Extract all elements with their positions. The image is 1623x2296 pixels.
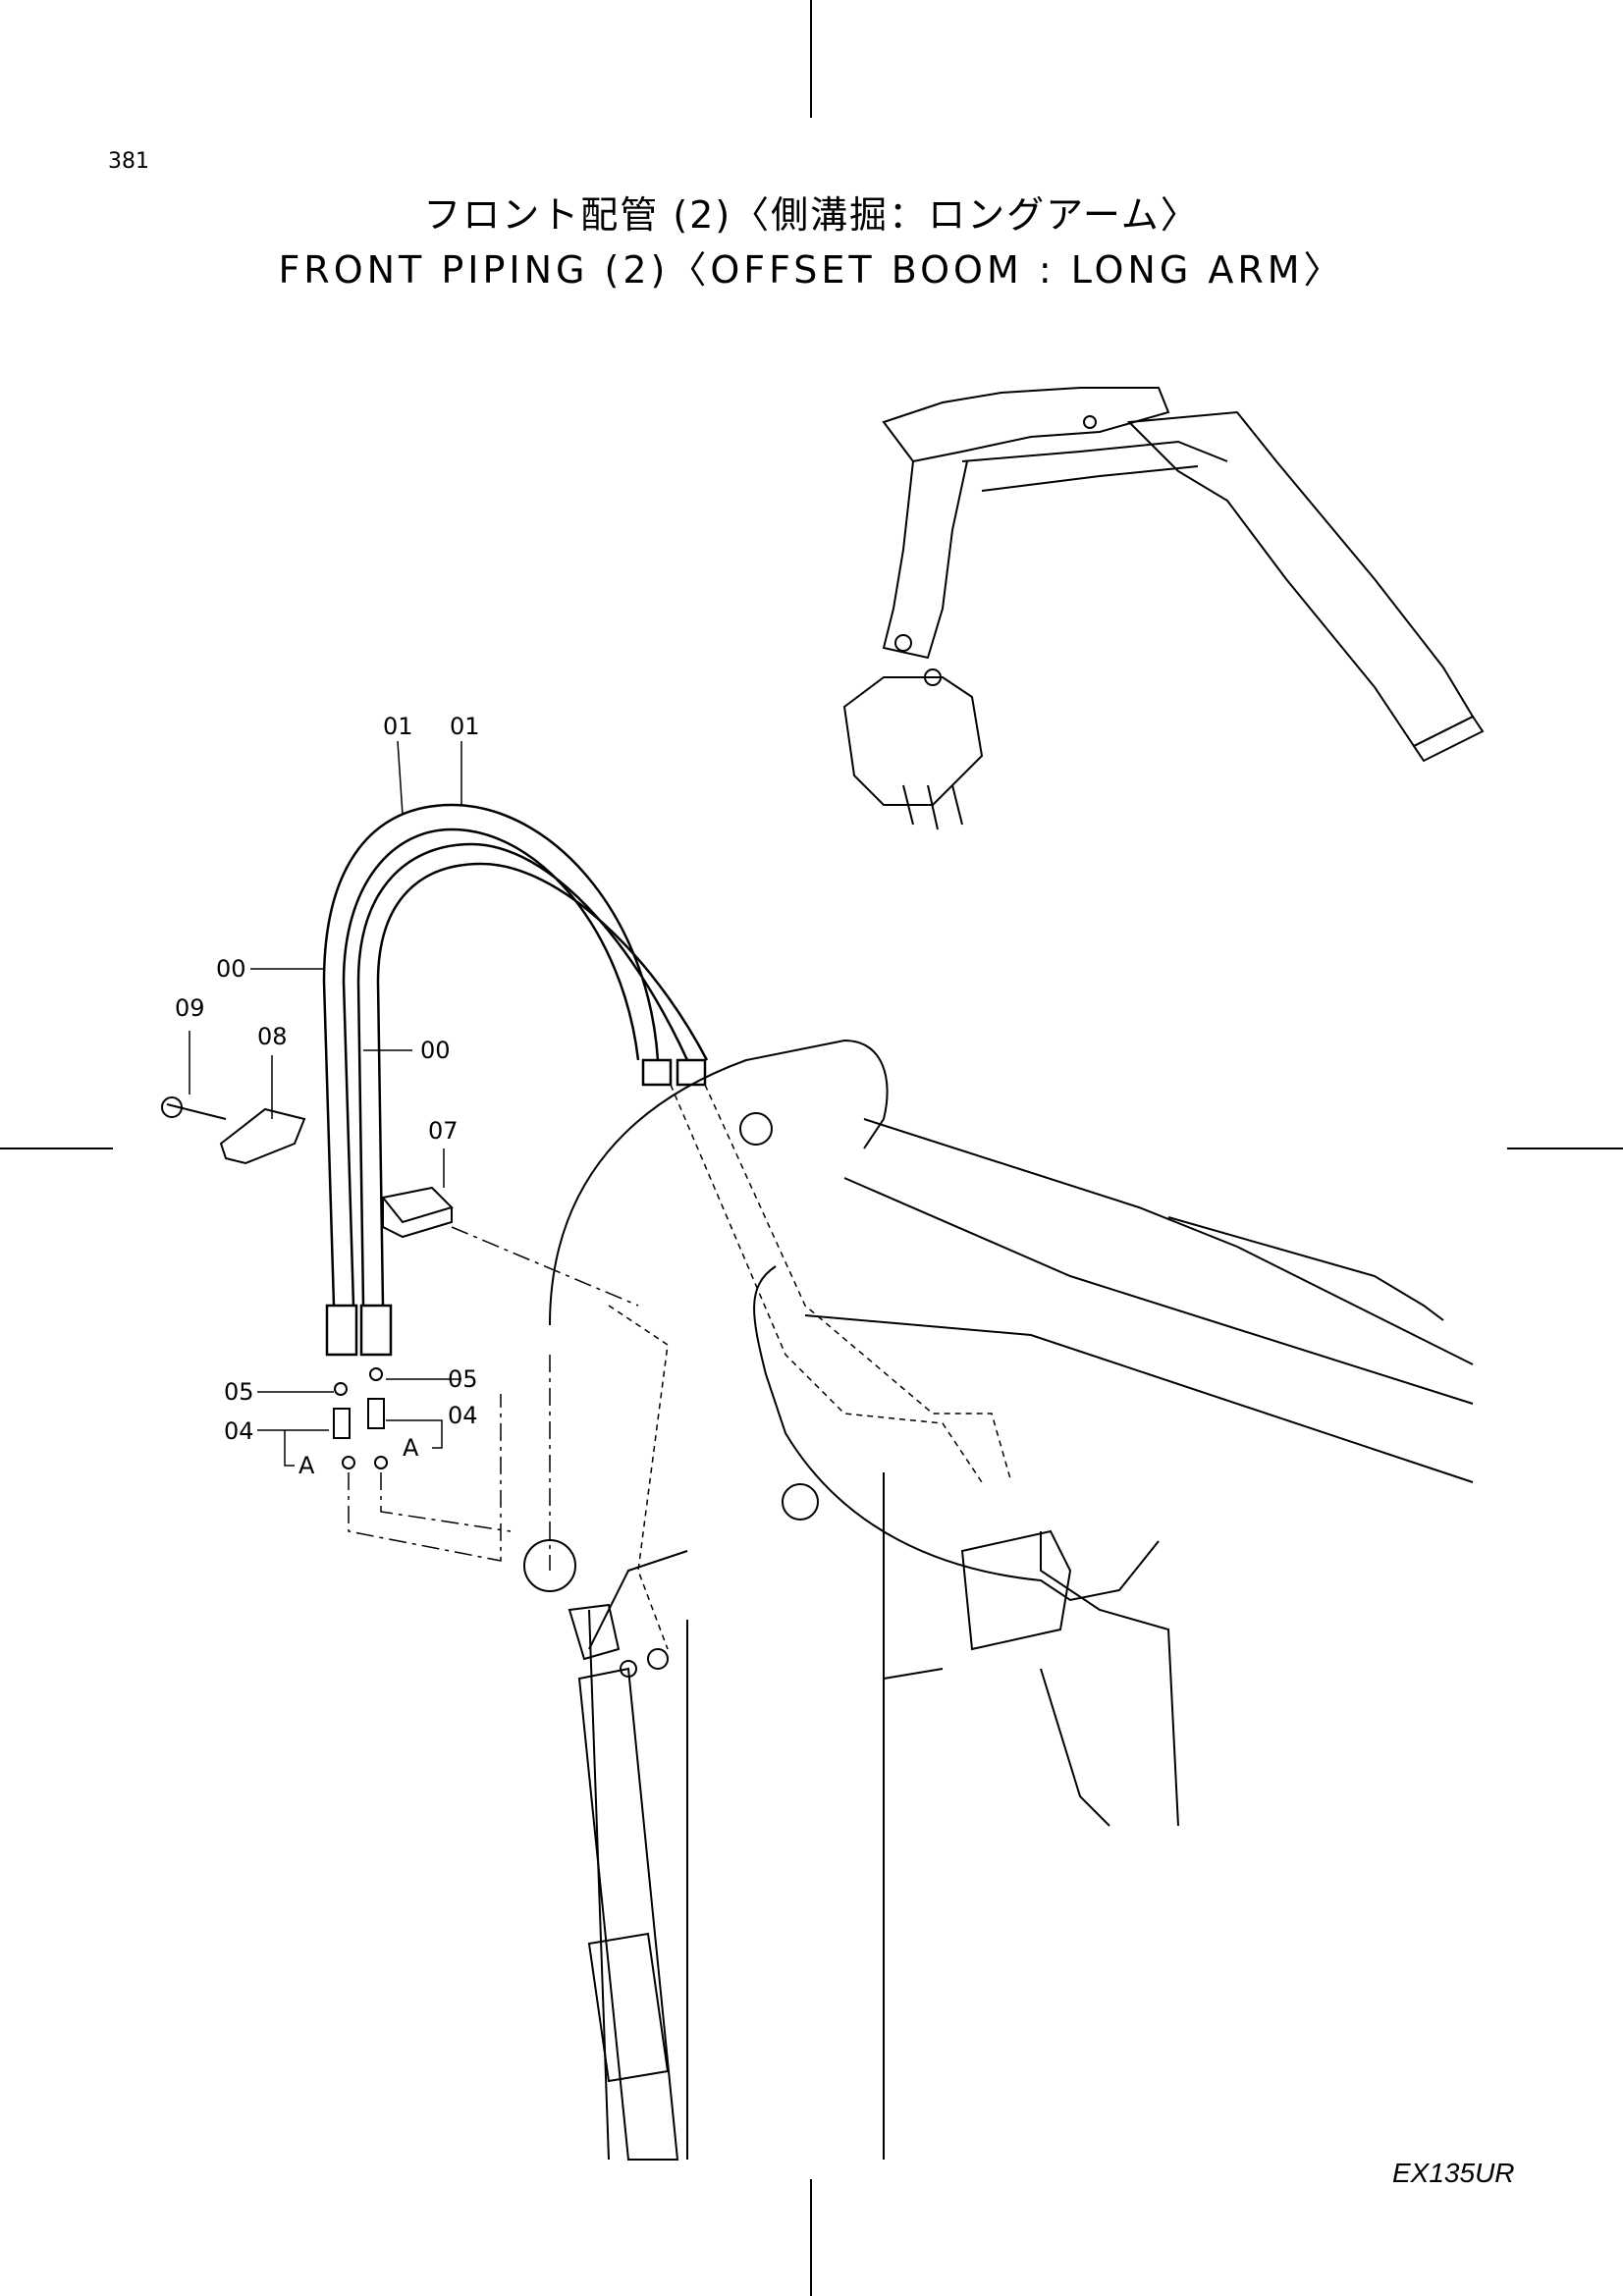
hose-assembly <box>322 803 709 1357</box>
callout-00-right: 00 <box>420 1037 451 1064</box>
title-english: FRONT PIPING (2)〈OFFSET BOOM : LONG ARM〉 <box>278 248 1345 292</box>
page-number: 381 <box>108 149 149 174</box>
callout-07: 07 <box>428 1117 459 1145</box>
callout-01-right: 01 <box>450 713 480 740</box>
fittings <box>333 1367 388 1469</box>
title-japanese: フロント配管 (2)〈側溝掘：ロングアーム〉 <box>423 193 1200 237</box>
routing-lines <box>348 1226 639 1571</box>
callout-00-left: 00 <box>216 955 246 983</box>
callout-leaders <box>189 740 462 1467</box>
callout-05-left: 05 <box>224 1378 254 1406</box>
callout-04-right: 04 <box>448 1402 478 1429</box>
model-code: EX135UR <box>1392 2158 1515 2188</box>
callout-01-left: 01 <box>383 713 413 740</box>
hydraulic-cylinder <box>523 1539 679 2161</box>
callout-05-right: 05 <box>448 1365 478 1393</box>
callout-A-left: A <box>298 1452 315 1479</box>
clamp-parts <box>161 1096 454 1239</box>
boom-structure <box>549 1039 1474 2161</box>
callout-A-right: A <box>403 1434 419 1462</box>
callout-08: 08 <box>257 1023 288 1050</box>
callout-04-left: 04 <box>224 1417 254 1445</box>
callout-09: 09 <box>175 994 205 1022</box>
overview-arm-illustration <box>842 387 1485 830</box>
